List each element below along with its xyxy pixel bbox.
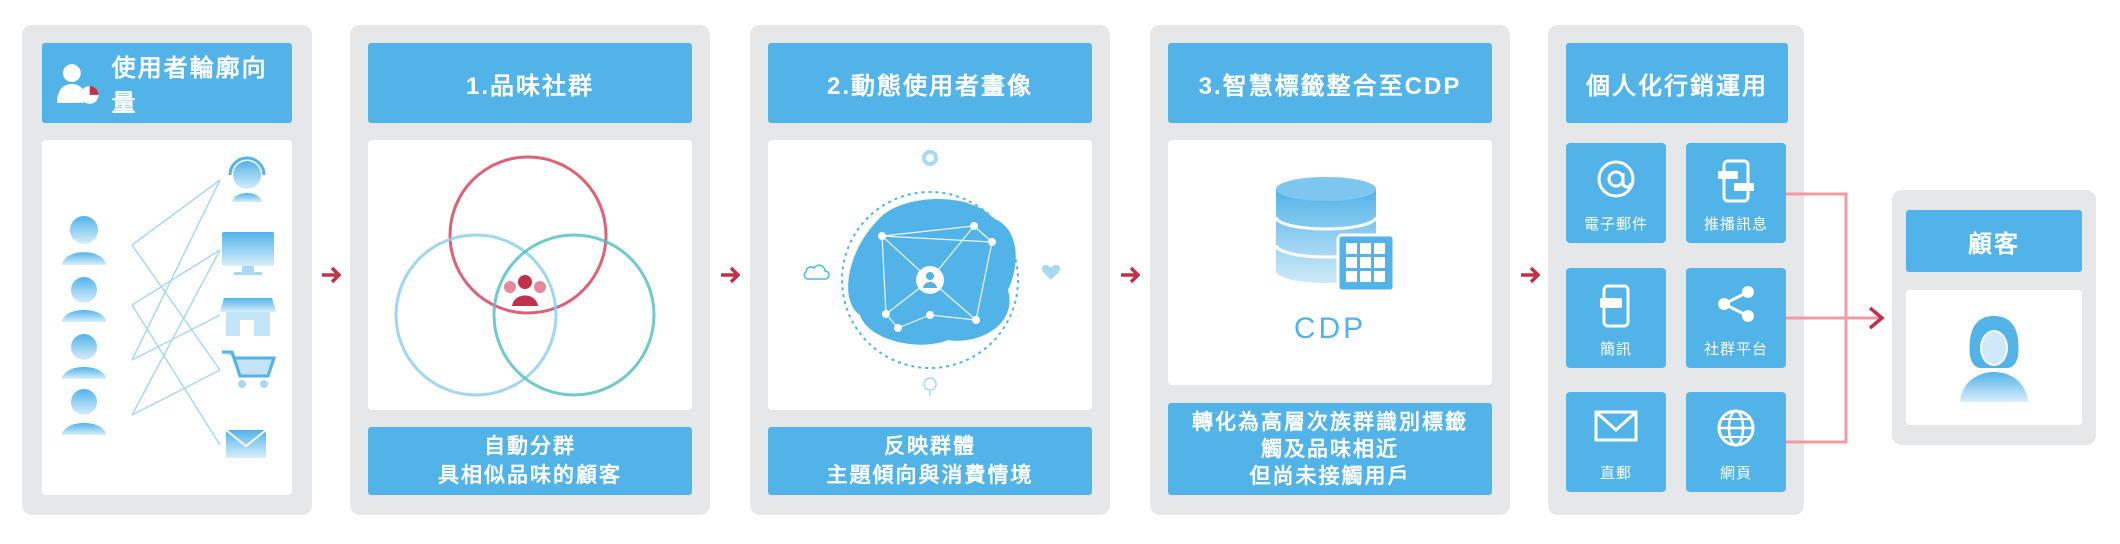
heart-icon: [1041, 265, 1061, 280]
cloud-icon: [803, 264, 830, 280]
share-icon: [1718, 286, 1754, 322]
personalized-marketing-panel: 個人化行銷運用 電子郵件 推播訊息 簡訊 社群平台: [1548, 25, 1804, 515]
envelope-icon: [225, 429, 267, 458]
user-silhouette-icon: [62, 216, 106, 265]
panel-footer: 反映群體 主題傾向與消費情境: [768, 427, 1092, 495]
footer-line: 主題傾向與消費情境: [826, 464, 1034, 487]
footer-line: 轉化為高層次族群識別標籤: [1192, 410, 1468, 434]
tile-label: 直郵: [1599, 465, 1632, 482]
push-message-tile: 推播訊息: [1686, 143, 1786, 243]
arrow-right-icon: [721, 266, 741, 284]
envelope-icon: [1594, 410, 1638, 442]
user-silhouette-icon: [62, 389, 106, 435]
panel-header: 使用者輪廓向量: [42, 43, 292, 123]
direct-mail-tile: 直郵: [1566, 392, 1666, 492]
customer-avatar-area: [1906, 290, 2082, 425]
tile-label: 簡訊: [1599, 341, 1632, 358]
dynamic-user-portrait-panel: 2.動態使用者畫像: [750, 25, 1110, 515]
lightbulb-icon: [922, 150, 938, 166]
footer-line: 具相似品味的顧客: [438, 464, 622, 487]
user-profile-vector-panel: 使用者輪廓向量: [22, 25, 312, 515]
panel-header: 3.智慧標籤整合至CDP: [1168, 43, 1492, 123]
footer-line: 反映群體: [884, 435, 976, 458]
panel-footer: 自動分群 具相似品味的顧客: [368, 427, 692, 495]
user-portrait-network-diagram: [803, 150, 1061, 396]
arrow-right-icon: [1521, 266, 1541, 284]
globe-icon: [1717, 409, 1755, 447]
channel-connector-lines: [1786, 192, 1885, 444]
arrow-right-icon: [1121, 266, 1141, 284]
customer-panel: 顧客: [1892, 190, 2096, 445]
taste-community-panel: 1.品味社群 自動分群 具相似品味的顧客: [350, 25, 710, 515]
webpage-tile: 網頁: [1686, 392, 1786, 492]
venn-diagram-area: [368, 140, 692, 410]
tile-label: 電子郵件: [1583, 216, 1648, 233]
shopping-cart-icon: [222, 350, 277, 388]
panel-header: 2.動態使用者畫像: [768, 43, 1092, 123]
lightbulb-icon: [923, 377, 937, 396]
cdp-area: CDP: [1168, 140, 1492, 385]
central-user-icon: [916, 266, 944, 294]
cdp-label: CDP: [1293, 312, 1367, 345]
panel-header: 1.品味社群: [368, 43, 692, 123]
panel-header: 顧客: [1906, 210, 2082, 272]
at-sign-icon: [1597, 160, 1635, 198]
panel-header-text: 使用者輪廓向量: [111, 55, 268, 117]
panel-header: 個人化行銷運用: [1566, 43, 1788, 123]
panel-footer: 轉化為高層次族群識別標籤 觸及品味相近 但尚未接觸用戶: [1168, 403, 1492, 495]
tile-label: 網頁: [1719, 465, 1752, 482]
customer-avatar-icon: [1960, 316, 2028, 402]
email-tile: 電子郵件: [1566, 143, 1666, 243]
database-icon: [1274, 177, 1396, 293]
footer-line: 觸及品味相近: [1261, 437, 1399, 461]
group-icon: [504, 275, 546, 306]
smart-tag-cdp-panel: 3.智慧標籤整合至CDP CDP 轉化為高層次族群識別標籤 觸及品味相近 但尚未…: [1150, 25, 1510, 515]
store-icon: [220, 298, 276, 336]
user-vector-diagram: [62, 156, 277, 458]
user-silhouette-icon: [62, 277, 106, 322]
monitor-icon: [222, 232, 274, 275]
user-silhouette-icon: [62, 334, 106, 379]
community-venn-diagram: [394, 155, 656, 397]
sms-phone-icon: [1600, 284, 1630, 328]
customer-service-icon: [228, 156, 266, 202]
footer-line: 自動分群: [484, 435, 576, 458]
portrait-diagram-area: [768, 140, 1092, 410]
social-platform-tile: 社群平台: [1686, 268, 1786, 368]
tile-label: 推播訊息: [1703, 216, 1768, 233]
footer-line: 但尚未接觸用戶: [1249, 464, 1411, 488]
push-notification-icon: [1718, 159, 1754, 203]
tile-label: 社群平台: [1703, 341, 1768, 358]
arrow-right-icon: [322, 266, 342, 284]
user-profile-icon: [56, 64, 99, 104]
vector-diagram-area: [42, 140, 292, 495]
sms-tile: 簡訊: [1566, 268, 1666, 368]
